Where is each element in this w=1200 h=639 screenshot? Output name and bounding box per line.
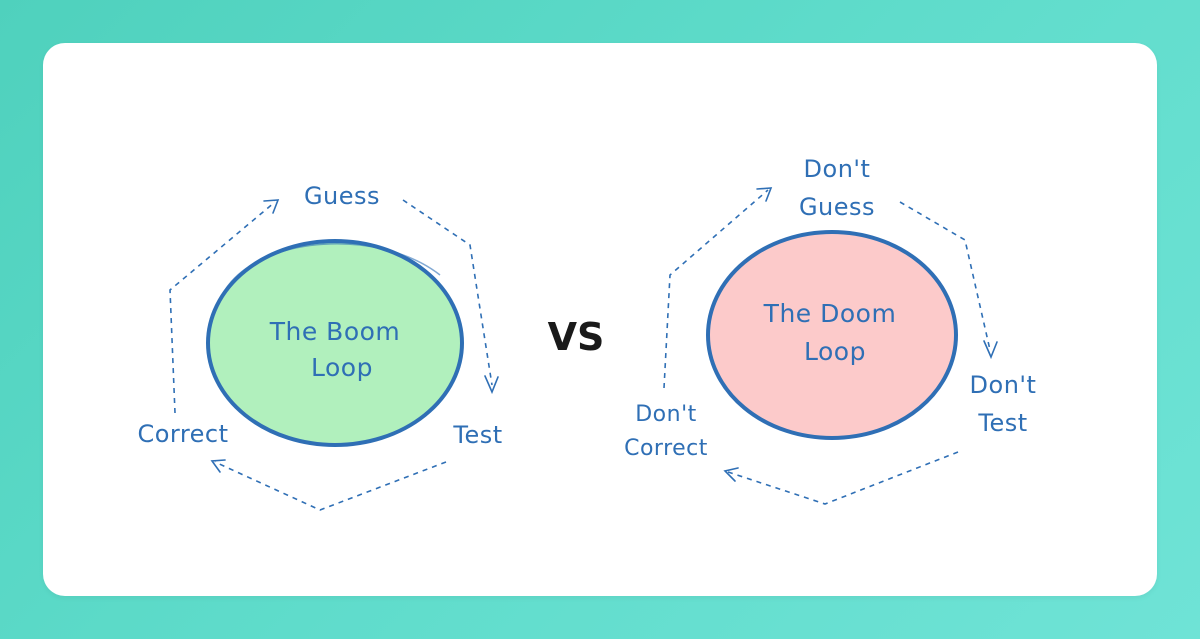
- boom-arrow-test-to-correct: [214, 461, 447, 511]
- doom-label-left-line2: Correct: [624, 436, 708, 461]
- doom-arrowhead-correct: [723, 467, 739, 482]
- boom-arrowhead-test: [484, 375, 499, 395]
- doom-label-top-line1: Don't: [804, 155, 871, 183]
- boom-loop-circle: [206, 239, 464, 447]
- boom-loop-title-line2: Loop: [311, 353, 373, 382]
- doom-arrow-guess-to-test: [899, 201, 991, 351]
- doom-loop-title-line1: The Doom: [763, 299, 897, 328]
- boom-loop-title-line1: The Boom: [269, 317, 401, 346]
- vs-label: VS: [548, 315, 605, 359]
- doom-arrowhead-test: [983, 340, 998, 360]
- doom-arrow-correct-to-guess: [663, 189, 769, 389]
- boom-loop: The Boom Loop Guess Test Correct: [137, 182, 502, 511]
- doom-label-right-line1: Don't: [970, 371, 1037, 399]
- doom-loop-circle: [706, 230, 958, 440]
- doom-arrowhead-guess: [756, 187, 773, 202]
- boom-loop-circle-sketch: [224, 243, 441, 291]
- boom-arrow-guess-to-test: [402, 199, 493, 386]
- boom-label-guess: Guess: [304, 182, 380, 210]
- doom-label-left-line1: Don't: [635, 402, 697, 427]
- boom-label-test: Test: [452, 421, 502, 449]
- doom-loop: The Doom Loop Don't Guess Don't Test Don…: [624, 155, 1037, 505]
- doom-loop-title-line2: Loop: [804, 337, 866, 366]
- doom-label-right-line2: Test: [977, 409, 1027, 437]
- boom-label-correct: Correct: [137, 420, 228, 448]
- doom-arrow-test-to-correct: [727, 451, 959, 505]
- boom-arrowhead-correct: [210, 459, 226, 473]
- boom-arrow-correct-to-guess: [169, 201, 276, 414]
- boom-arrowhead-guess: [263, 199, 280, 214]
- doom-label-top-line2: Guess: [799, 193, 875, 221]
